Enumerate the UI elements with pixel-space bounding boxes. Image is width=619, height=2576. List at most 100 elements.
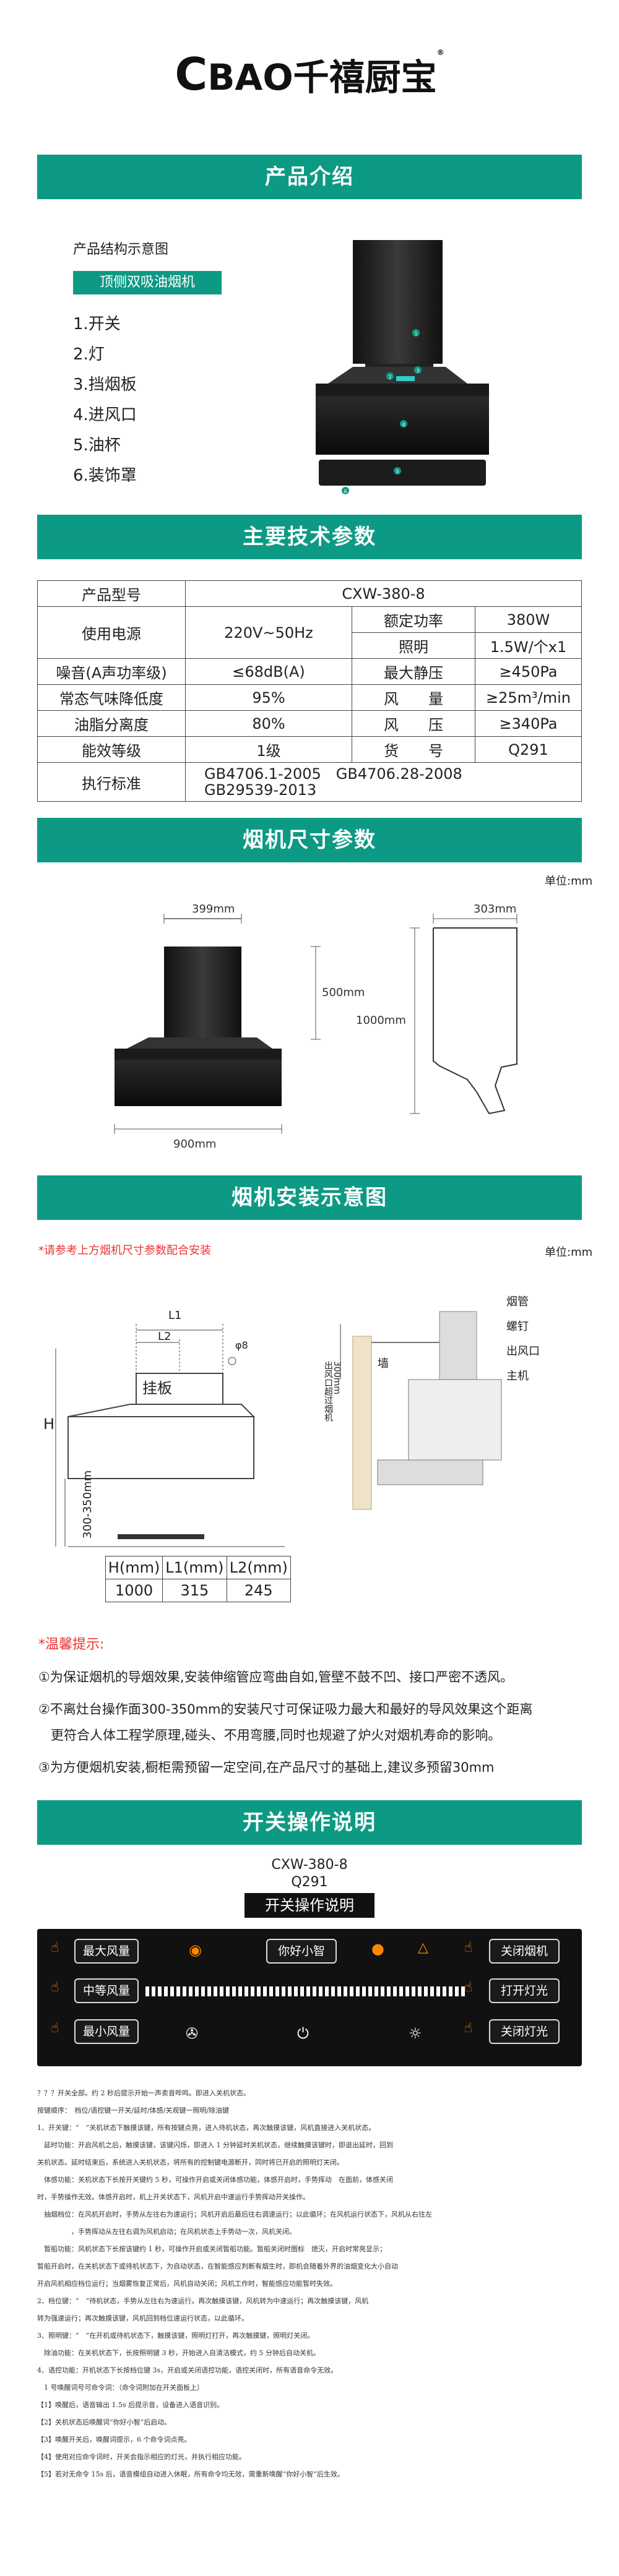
level-indicator-bar bbox=[145, 1986, 467, 1996]
section-banner-operation: 开关操作说明 bbox=[37, 1800, 582, 1845]
spec-cell: 风 压 bbox=[352, 710, 475, 737]
spec-cell: ≥340Pa bbox=[475, 710, 582, 737]
install-side-diagram: 出风口超过烟机 300mm 墙 烟管 螺钉 出风口 主机 bbox=[323, 1295, 540, 1510]
instruction-line: 1 号唤醒词号可命令词：（命令词附加在开关面板上） bbox=[37, 2384, 204, 2392]
operation-model: CXW-380-8 bbox=[271, 1857, 348, 1873]
lamp-icon[interactable]: ☼ bbox=[409, 2025, 422, 2042]
install-front-diagram: L1 L2 φ8 挂板 H 300-350mm bbox=[43, 1309, 285, 1547]
label-outlet-note: 出风口超过烟机 bbox=[323, 1361, 333, 1422]
marker-3: 3 bbox=[416, 368, 419, 374]
dim-total-height: 1000mm bbox=[356, 1014, 406, 1027]
label-outlet: 出风口 bbox=[506, 1345, 540, 1358]
warning-icon: △ bbox=[418, 1940, 428, 1956]
instruction-line: 按键顺序： 档位/语控键一开关/延时/体感/关观键一照明/除油键 bbox=[37, 2106, 230, 2114]
table-row: 产品型号 CXW-380-8 bbox=[37, 580, 582, 607]
hand-icon: ☝ bbox=[464, 2020, 473, 2036]
tip-item: 更符合人体工程学原理,碰头、不用弯腰,同时也规避了炉火对烟机寿命的影响。 bbox=[51, 1728, 501, 1743]
table-cell: 315 bbox=[162, 1579, 227, 1602]
operation-subtitle: 开关操作说明 bbox=[245, 1893, 374, 1918]
part-item: 4.进风口 bbox=[73, 406, 137, 424]
mic-icon[interactable]: ● bbox=[371, 1940, 384, 1957]
power-icon[interactable]: ⏻ bbox=[297, 2025, 309, 2042]
hood-structure-illustration: 1 2 3 4 5 6 bbox=[316, 240, 489, 494]
instruction-line: 除油功能：在关机状态下，长按照明键 3 秒，开始进入自清洁模式，约 5 分钟后自… bbox=[37, 2349, 320, 2357]
install-note: *请参考上方烟机尺寸参数配合安装 bbox=[38, 1244, 211, 1257]
instruction-line: 2、档位键：“ ”待机状态，手势从左往右为速运行。再次触摸该键，风机转为中速运行… bbox=[37, 2297, 369, 2305]
brand-name: BAO千禧厨宝 bbox=[207, 56, 437, 98]
instruction-line: 体感功能：关机状态下长按开关键约 5 秒，可操作开启或关闭体感功能，体感开启时，… bbox=[37, 2176, 393, 2184]
instruction-line: 暂船功能：风机状态下长按该键约 1 秒，可操作开启或关闭暂船功能。暂船关闭时图标… bbox=[37, 2245, 386, 2253]
instruction-line: 关机状态。延时结束后，系统进入关机状态，将所有的控制键电源断开，同时将已开启的照… bbox=[37, 2158, 344, 2166]
control-panel: ☝ 最大风量 ☝ 中等风量 ☝ 最小风量 ◉ 你好小智 ● △ ✇ ⏻ ☼ ☝ … bbox=[37, 1929, 582, 2066]
fan-speed-icon[interactable]: ✇ bbox=[186, 2025, 199, 2042]
eye-icon[interactable]: ◉ bbox=[189, 1941, 202, 1959]
spec-cell: CXW-380-8 bbox=[185, 580, 582, 607]
instruction-line: 【1】唤醒后，语音输出 1.5s 后提示音，设备进入语音识别。 bbox=[37, 2401, 224, 2409]
label-screw: 螺钉 bbox=[506, 1320, 529, 1333]
hood-side-dimension-diagram: 303mm 1000mm bbox=[356, 903, 517, 1115]
table-cell: 245 bbox=[226, 1579, 292, 1602]
label-outlet-300: 300mm bbox=[332, 1361, 342, 1394]
label-hook-plate: 挂板 bbox=[142, 1380, 172, 1397]
table-row: 噪音(A声功率级) ≤68dB(A) 最大静压 ≥450Pa bbox=[37, 658, 582, 685]
dim-depth: 303mm bbox=[474, 903, 516, 916]
mid-fan-button[interactable]: 中等风量 bbox=[74, 1978, 139, 2003]
section-banner-dims: 烟机尺寸参数 bbox=[37, 818, 582, 862]
light-off-button[interactable]: 关闭灯光 bbox=[489, 2019, 560, 2044]
spec-cell: 风 量 bbox=[352, 684, 475, 711]
spec-cell: 使用电源 bbox=[37, 606, 186, 659]
instruction-line: 抽烟档位：在风机开启时，手势从左往右为速运行；风机开启后最后往右调速运行；以此循… bbox=[37, 2210, 432, 2218]
spec-cell: ≥25m³/min bbox=[475, 684, 582, 711]
spec-cell: 货 号 bbox=[352, 736, 475, 763]
product-tag: 顶侧双吸油烟机 bbox=[73, 271, 222, 294]
instruction-line: ，手势挥动从左往右调为风机启动；在风机状态上手势动一次，风机关闭。 bbox=[37, 2228, 296, 2236]
tips-title: *温馨提示: bbox=[38, 1637, 105, 1652]
instruction-line: 【2】关机状态后唤醒词“你好小智”后启动。 bbox=[37, 2418, 171, 2426]
table-row: 常态气味降低度 95% 风 量 ≥25m³/min bbox=[37, 684, 582, 711]
instruction-line: 开启风机相应档位运行；当烟雾恢复正常后，风机自动关闭；风机工作时，智能感应功能暂… bbox=[37, 2280, 337, 2288]
max-fan-button[interactable]: 最大风量 bbox=[74, 1939, 139, 1964]
min-fan-button[interactable]: 最小风量 bbox=[74, 2019, 139, 2044]
diagram-title: 产品结构示意图 bbox=[73, 242, 169, 257]
registered-mark: ® bbox=[436, 48, 444, 57]
dim-top-width: 399mm bbox=[192, 903, 235, 916]
hello-assistant-button[interactable]: 你好小智 bbox=[266, 1939, 337, 1964]
instruction-line: 3、照明键：“ ”在开机或待机状态下，触摸该键，照明灯打开，再次触摸键，照明灯关… bbox=[37, 2332, 314, 2340]
instruction-line: 【3】唤醒开关后，唤醒词提示，6 个命令词点亮。 bbox=[37, 2436, 191, 2444]
spec-cell: 噪音(A声功率级) bbox=[37, 658, 186, 685]
marker-2: 2 bbox=[388, 374, 391, 380]
instruction-line: 暂船开启时，在关机状态下或待机状态下，为自动状态，在智能感应判断有烟生时，即机会… bbox=[37, 2262, 398, 2270]
hand-icon: ☝ bbox=[464, 1940, 473, 1956]
label-wall: 墙 bbox=[378, 1357, 389, 1370]
section-banner-spec: 主要技术参数 bbox=[37, 515, 582, 559]
table-row: H(mm) L1(mm) L2(mm) bbox=[105, 1556, 292, 1579]
spec-cell: 执行标准 bbox=[37, 762, 186, 802]
marker-6: 6 bbox=[344, 489, 347, 494]
instruction-line: 【5】若对无命令 15s 后，语音模组自动进入休眠，所有命令均无效，需重新唤醒“… bbox=[37, 2470, 344, 2478]
label-L2: L2 bbox=[158, 1330, 171, 1343]
part-item: 2.灯 bbox=[73, 345, 105, 364]
spec-cell: 380W bbox=[475, 606, 582, 633]
close-hood-button[interactable]: 关闭烟机 bbox=[489, 1939, 560, 1964]
parts-list: 1.开关 2.灯 3.挡烟板 4.进风口 5.油杯 6.装饰罩 bbox=[73, 309, 137, 491]
table-row: 执行标准 GB4706.1-2005 GB4706.28-2008 GB2953… bbox=[37, 762, 582, 802]
label-phi8: φ8 bbox=[235, 1339, 248, 1351]
dims-unit: 单位:mm bbox=[545, 875, 593, 888]
light-on-button[interactable]: 打开灯光 bbox=[489, 1978, 560, 2003]
part-item: 3.挡烟板 bbox=[73, 376, 137, 394]
tip-item: ①为保证烟机的导烟效果,安装伸缩管应弯曲自如,管壁不鼓不凹、接口严密不透风。 bbox=[38, 1670, 514, 1685]
marker-1: 1 bbox=[414, 331, 417, 337]
table-header: L1(mm) bbox=[162, 1556, 227, 1579]
table-row: 油脂分离度 80% 风 压 ≥340Pa bbox=[37, 710, 582, 737]
label-H: H bbox=[43, 1415, 54, 1433]
spec-cell: 能效等级 bbox=[37, 736, 186, 763]
marker-4: 4 bbox=[402, 422, 405, 427]
operation-instructions: ？？？开关全部。约 2 秒后提示开始一声卖音哔鸣。即进入关机状态。 按键顺序： … bbox=[37, 2085, 582, 2483]
hand-icon: ☝ bbox=[464, 1980, 473, 1995]
standard-line: GB29539-2013 bbox=[204, 781, 317, 799]
instruction-line: 4、语控功能：开机状态下长按档位键 3s，开启或关闭语控功能，语控关闭时，所有语… bbox=[37, 2366, 338, 2374]
hand-icon: ☝ bbox=[51, 2020, 59, 2036]
label-L1: L1 bbox=[168, 1309, 181, 1322]
table-header: L2(mm) bbox=[226, 1556, 292, 1579]
spec-cell: 95% bbox=[185, 684, 352, 711]
